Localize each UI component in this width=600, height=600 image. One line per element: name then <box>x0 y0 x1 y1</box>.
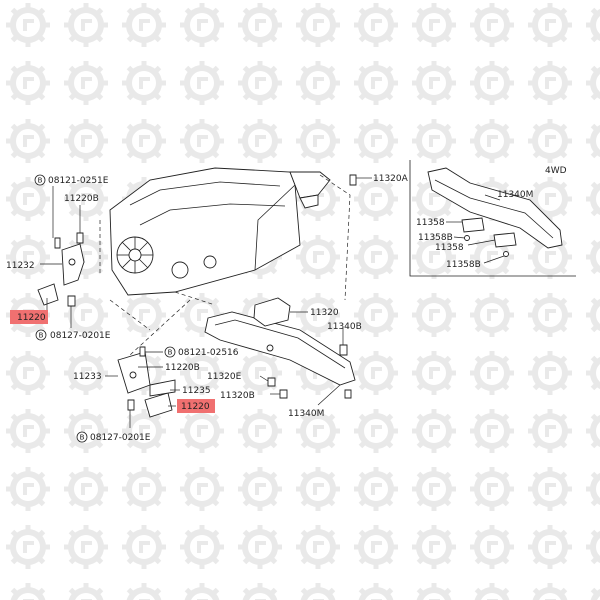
svg-text:08127-0201E: 08127-0201E <box>50 331 111 341</box>
inset-label-11358B-lower[interactable]: 11358B <box>446 260 481 270</box>
label-11340M[interactable]: 11340M <box>288 409 324 419</box>
label-11235[interactable]: 11235 <box>182 386 211 396</box>
label-11340B[interactable]: 11340B <box>327 322 362 332</box>
right-mount-bracket <box>117 351 151 394</box>
label-11320[interactable]: 11320 <box>310 308 339 318</box>
crossmember-bolts <box>267 174 357 399</box>
engine-block <box>109 167 301 296</box>
callout-08127-0201E-lower[interactable]: B 08127-0201E <box>76 431 151 443</box>
svg-text:08127-0201E: 08127-0201E <box>90 433 151 443</box>
svg-text:B: B <box>39 332 44 340</box>
assembly-lines <box>99 174 351 356</box>
rear-mount-11320 <box>253 297 291 327</box>
left-mount-bracket <box>61 243 85 286</box>
label-11320B[interactable]: 11320B <box>220 391 255 401</box>
inset-4wd-title: 4WD <box>545 166 567 176</box>
svg-text:08121-0251E: 08121-0251E <box>48 176 109 186</box>
label-11233[interactable]: 11233 <box>73 372 102 382</box>
label-11320E[interactable]: 11320E <box>207 372 242 382</box>
inset-4wd-panel <box>409 160 576 277</box>
svg-text:B: B <box>80 434 85 442</box>
inset-label-11340M[interactable]: 11340M <box>497 190 533 200</box>
inset-label-11358-lower[interactable]: 11358 <box>435 243 464 253</box>
label-11220B-upper[interactable]: 11220B <box>64 194 99 204</box>
label-11232[interactable]: 11232 <box>6 261 35 271</box>
label-11320A[interactable]: 11320A <box>373 174 409 184</box>
inset-label-11358[interactable]: 11358 <box>416 218 445 228</box>
callout-08121-0251E[interactable]: B 08121-0251E <box>34 174 109 186</box>
svg-text:11220: 11220 <box>181 402 210 412</box>
radiator-fan <box>116 236 154 274</box>
label-11220-left-highlighted[interactable]: 11220 <box>10 310 48 324</box>
svg-text:B: B <box>38 177 43 185</box>
svg-text:B: B <box>168 349 173 357</box>
svg-text:08121-02516: 08121-02516 <box>178 348 239 358</box>
right-insulator <box>144 379 176 418</box>
lower-bolt-left <box>67 295 76 307</box>
transmission <box>289 171 331 209</box>
left-insulator <box>37 283 59 306</box>
callout-08121-02516[interactable]: B 08121-02516 <box>164 346 239 358</box>
inset-label-11358B-upper[interactable]: 11358B <box>418 233 453 243</box>
svg-text:11220: 11220 <box>17 313 46 323</box>
callout-08127-0201E-upper[interactable]: B 08127-0201E <box>35 329 111 341</box>
label-11220-right-highlighted[interactable]: 11220 <box>177 399 215 413</box>
label-11220B-lower[interactable]: 11220B <box>165 363 200 373</box>
right-bolts <box>127 346 146 411</box>
leader-lines <box>40 177 505 428</box>
upper-bolt-left <box>54 232 84 249</box>
